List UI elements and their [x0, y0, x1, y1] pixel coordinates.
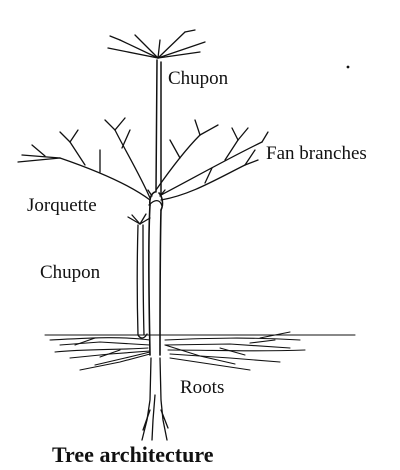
main-trunk: [149, 192, 163, 355]
label-chupon-lower: Chupon: [40, 263, 100, 282]
figure-caption: Tree architecture: [52, 444, 213, 466]
lower-chupon: [128, 214, 150, 338]
taproot: [142, 358, 168, 440]
label-roots: Roots: [180, 378, 224, 397]
label-fan-branches: Fan branches: [266, 144, 367, 163]
root-system: [45, 332, 355, 370]
fan-branches: [18, 118, 268, 200]
stray-mark: [347, 66, 350, 69]
upper-fan-branches: [108, 30, 205, 58]
label-chupon-top: Chupon: [168, 69, 228, 88]
label-jorquette: Jorquette: [27, 196, 97, 215]
upper-chupon: [156, 60, 161, 195]
